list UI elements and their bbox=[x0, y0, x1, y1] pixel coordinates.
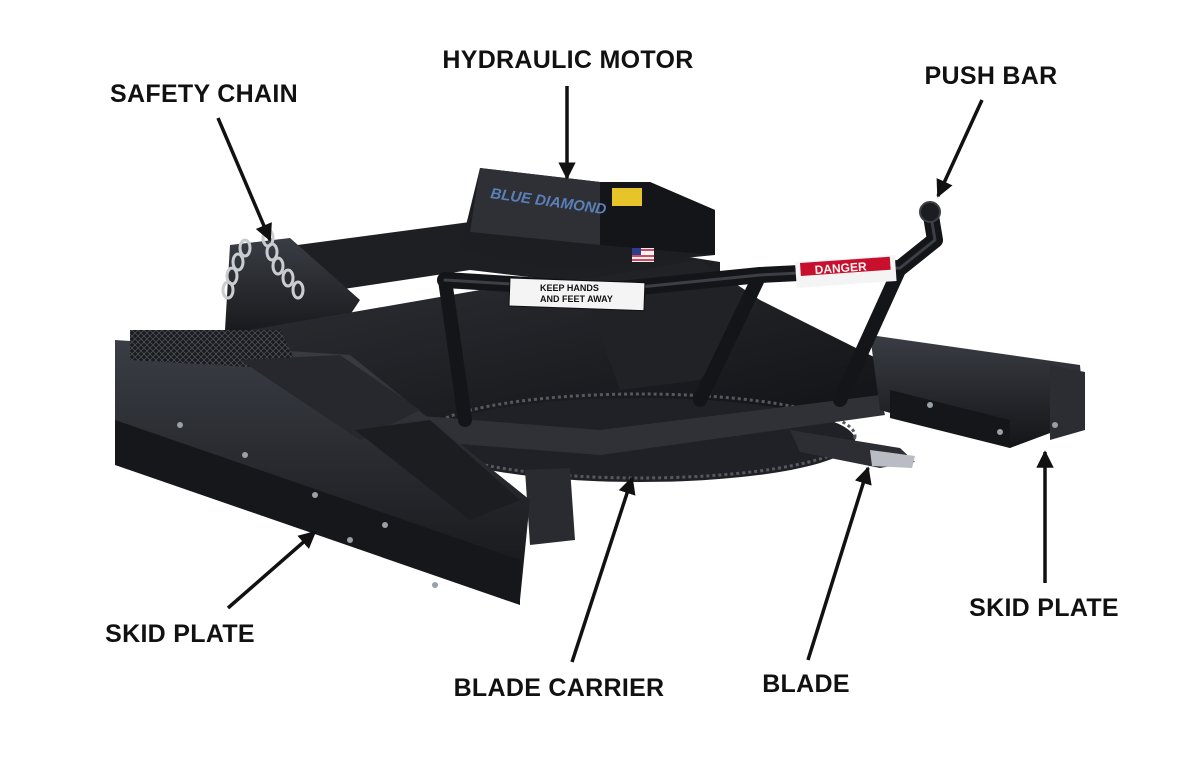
hydraulic-motor-housing: BLUE DIAMOND bbox=[460, 168, 715, 270]
arrow-safety-chain bbox=[216, 117, 272, 242]
callout-arrows bbox=[216, 86, 1054, 663]
arrow-blade-carrier bbox=[570, 476, 636, 663]
callout-labels: HYDRAULIC MOTOR SAFETY CHAIN PUSH BAR SK… bbox=[105, 46, 1119, 702]
danger-decal: DANGER bbox=[795, 255, 897, 288]
label-hydraulic-motor: HYDRAULIC MOTOR bbox=[442, 46, 693, 74]
svg-text:DANGER: DANGER bbox=[814, 259, 867, 277]
svg-text:AND FEET AWAY: AND FEET AWAY bbox=[540, 294, 613, 304]
right-skid-plate-shape bbox=[870, 335, 1085, 448]
warning-sticker bbox=[612, 188, 642, 206]
brush-cutter-machine: BLUE DIAMOND KEEP HANDS AND FEET AWAY bbox=[115, 168, 1085, 605]
deck-front-rim bbox=[410, 395, 885, 455]
label-safety-chain: SAFETY CHAIN bbox=[110, 80, 298, 108]
label-blade-carrier: BLADE CARRIER bbox=[454, 674, 665, 702]
label-skid-plate-left: SKID PLATE bbox=[105, 620, 255, 648]
label-skid-plate-right: SKID PLATE bbox=[969, 594, 1119, 622]
svg-text:KEEP HANDS: KEEP HANDS bbox=[540, 283, 599, 293]
label-blade: BLADE bbox=[762, 670, 850, 698]
blade-edge bbox=[870, 450, 915, 468]
label-push-bar: PUSH BAR bbox=[925, 62, 1058, 90]
arrow-blade bbox=[806, 466, 872, 661]
arrow-push-bar bbox=[936, 99, 984, 198]
left-skid-plate-shape bbox=[115, 330, 530, 605]
keep-hands-decal: KEEP HANDS AND FEET AWAY bbox=[508, 277, 646, 312]
blade-left-shape bbox=[525, 468, 575, 545]
arrow-skid-plate-left bbox=[226, 530, 317, 610]
